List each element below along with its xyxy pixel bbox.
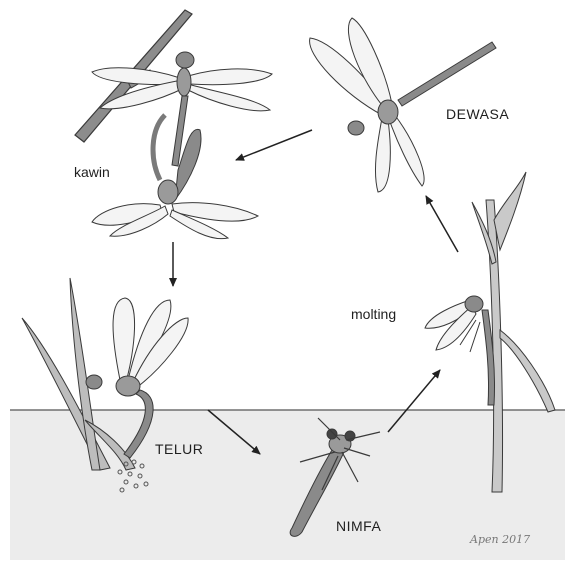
artist-signature: Apen 2017 bbox=[470, 533, 530, 546]
arrow-dewasa-to-kawin bbox=[236, 130, 312, 160]
molting-dragonfly bbox=[425, 296, 495, 405]
arrow-molting-to-dewasa bbox=[426, 196, 458, 252]
stage-label-nimfa: NIMFA bbox=[336, 518, 381, 534]
stage-label-telur: TELUR bbox=[155, 441, 203, 457]
stage-label-dewasa: DEWASA bbox=[446, 106, 509, 122]
mating-dragonfly-bottom bbox=[92, 115, 258, 239]
stage-label-kawin: kawin bbox=[74, 164, 110, 180]
stage-label-molting: molting bbox=[351, 306, 396, 322]
mating-dragonfly-top bbox=[92, 52, 272, 166]
cycle-arrows bbox=[173, 130, 458, 454]
adult-dragonfly bbox=[310, 18, 496, 192]
